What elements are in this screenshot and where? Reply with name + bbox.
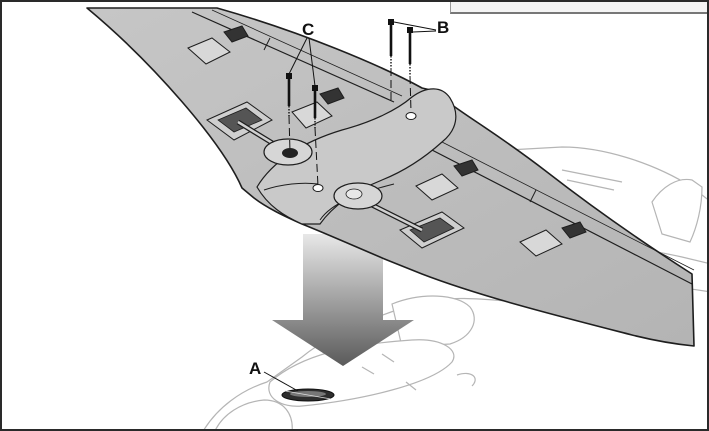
fuselage-tail-fin	[651, 178, 703, 243]
callout-label-b: B	[437, 18, 450, 37]
callout-a-leader	[263, 371, 299, 392]
fuselage-left-bulge	[215, 399, 293, 429]
right-elevon-hinge	[431, 149, 693, 285]
screw-b1	[388, 19, 394, 102]
down-arrow-icon	[272, 234, 414, 366]
page-tab-strip	[450, 2, 707, 14]
callout-b-leader-1	[393, 21, 437, 31]
left-elevon-hinge	[191, 11, 395, 103]
screws-c	[286, 37, 319, 187]
screw-c2	[312, 85, 319, 187]
callout-b-leader-2	[412, 30, 437, 33]
left-servo-bay	[206, 101, 313, 166]
callout-c-leader-1	[288, 37, 308, 75]
wing-center-hump	[256, 88, 457, 225]
right-servo-bay	[333, 182, 465, 249]
left-control-horns	[187, 25, 345, 129]
wing-mount-slot-a	[281, 388, 335, 402]
callout-c-leader-2	[308, 37, 316, 87]
fuselage-nose-pod	[391, 295, 475, 348]
right-control-horns	[415, 159, 587, 257]
screw-holes	[312, 112, 417, 192]
callout-label-a: A	[249, 359, 262, 378]
callout-label-c: C	[302, 20, 315, 39]
flying-wing	[86, 7, 695, 347]
screws-b	[388, 19, 437, 113]
screw-b2	[407, 27, 413, 113]
screw-c1	[286, 73, 292, 153]
